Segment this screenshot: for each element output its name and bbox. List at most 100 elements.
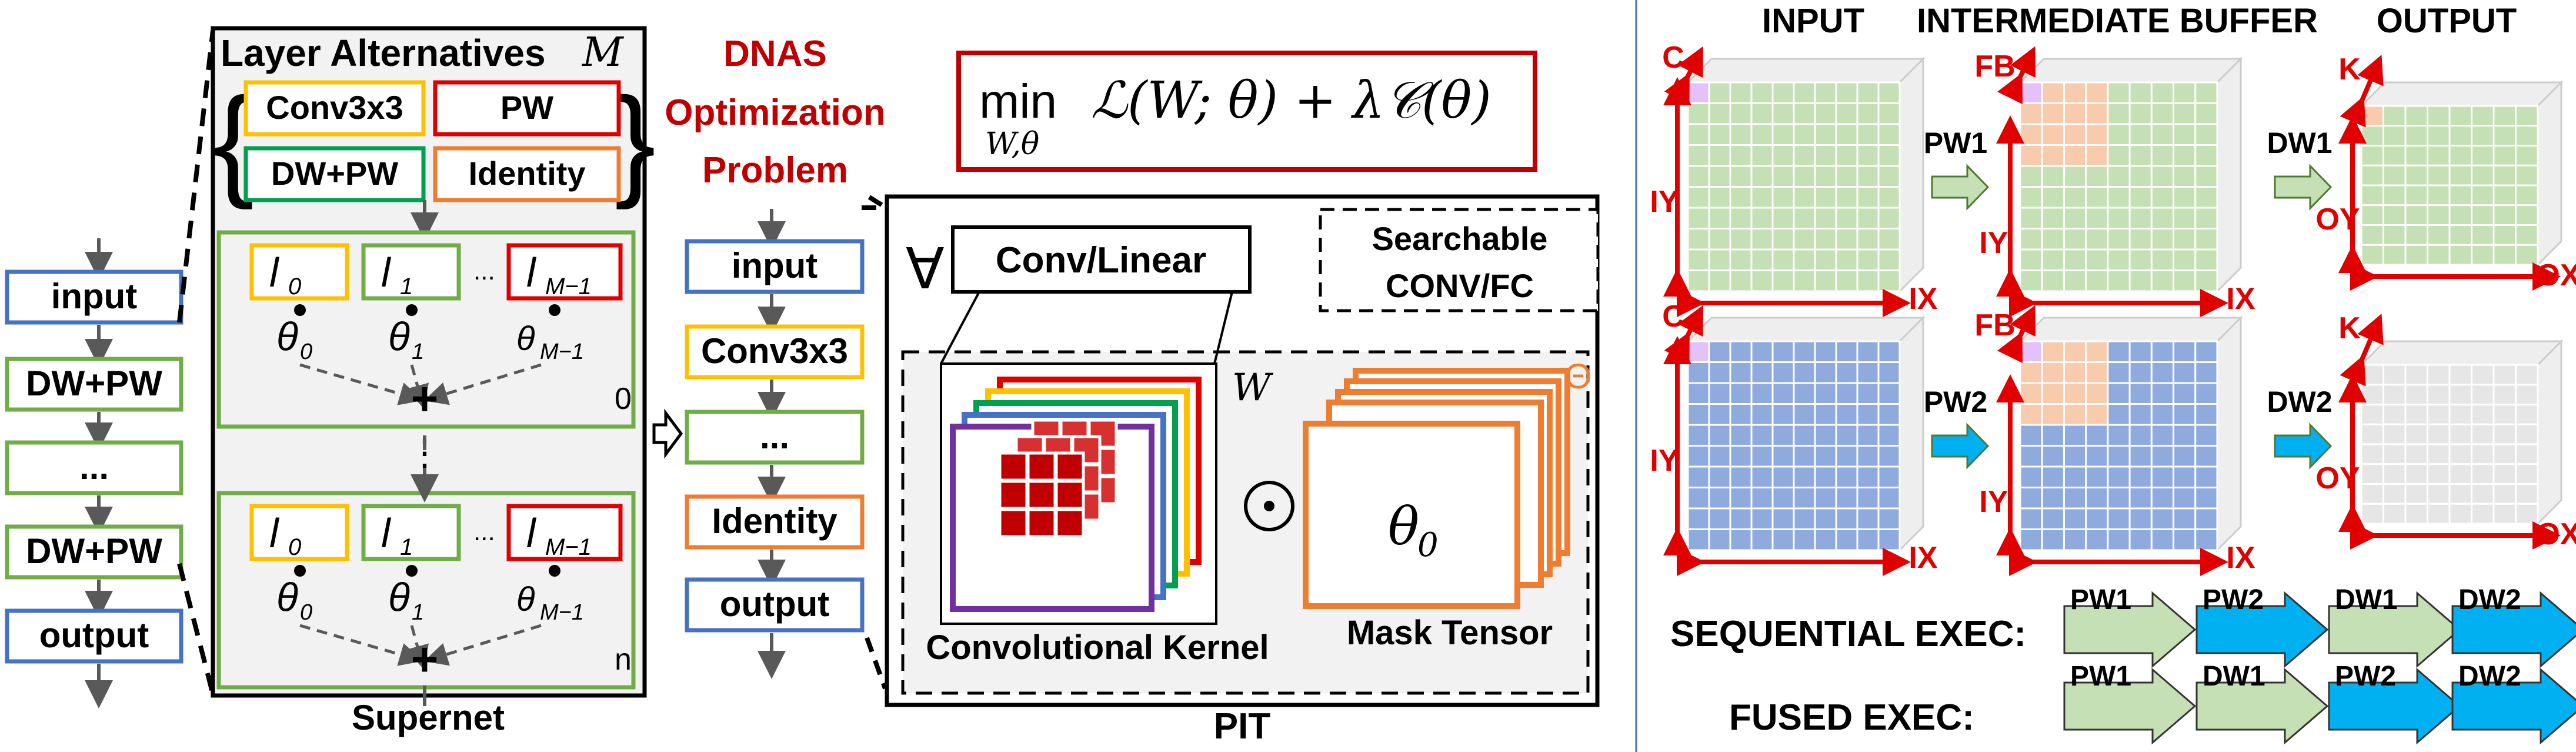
buffer-cell: [1708, 528, 1731, 551]
zoom-line-bottom: [177, 563, 215, 695]
mid-fb-label: FB: [1974, 49, 2015, 84]
buffer-cell: [1814, 507, 1837, 530]
buffer-cell: [2173, 248, 2197, 271]
formula-objective: ℒ(W; θ) + λ𝒞(θ): [1091, 71, 1491, 130]
buffer-cell: [2150, 507, 2175, 530]
buffer-cell: [2515, 364, 2539, 386]
buffer-cell: [2173, 465, 2197, 488]
left-block-ellipsis: [5, 440, 183, 495]
op-box-l0: [249, 243, 349, 301]
buffer-cell: [1771, 424, 1795, 447]
dnas-title-line-1: DNAS: [723, 34, 827, 74]
buffer-cell: [1814, 248, 1837, 271]
buffer-cell: [1771, 528, 1795, 551]
buffer-cell: [2194, 144, 2218, 167]
buffer-cell: [1856, 487, 1880, 510]
buffer-cell: [2360, 483, 2384, 505]
output-k-label: K: [2338, 311, 2361, 345]
buffer-cell: [2383, 244, 2407, 266]
buffer-cell: [2063, 340, 2087, 363]
buffer-cell: [2194, 269, 2218, 292]
buffer-cell: [1856, 186, 1880, 209]
buffer-cell: [2063, 165, 2087, 188]
buffer-cell: [2041, 340, 2065, 363]
buffer-cell: [1793, 102, 1816, 125]
buffer-cell: [2383, 443, 2407, 465]
buffer-cell: [1793, 487, 1816, 510]
buffer-cell: [2515, 145, 2539, 167]
buffer-cell: [2041, 228, 2065, 251]
buffer-cell: [1687, 165, 1710, 188]
buffer-cell: [1793, 465, 1816, 488]
buffer-cell: [1771, 123, 1795, 146]
theta-to-sum-line: [423, 624, 542, 666]
buffer-cell: [1708, 487, 1731, 510]
buffer-cell: [2128, 424, 2153, 447]
buffer-cell: [2107, 465, 2131, 488]
buffer-cell: [2128, 507, 2153, 530]
buffer-cell: [1835, 248, 1858, 271]
buffer-cell: [2360, 364, 2384, 386]
op-box-l0-symbol: l: [269, 510, 280, 556]
buffer-cell: [2019, 228, 2043, 251]
op-box-l0-subscript: 0: [288, 534, 301, 560]
buffer-cell: [1729, 361, 1753, 384]
buffer-cell: [2173, 165, 2197, 188]
pit-caption: PIT: [1214, 706, 1271, 747]
op-ellipsis: ...: [473, 257, 495, 285]
buffer-cell: [1708, 81, 1731, 104]
dnas-block-output: [685, 577, 865, 633]
buffer-cell: [2492, 204, 2517, 226]
buffer-cell: [2471, 404, 2495, 425]
buffer-cell: [2194, 165, 2218, 188]
buffer-cell: [2150, 186, 2175, 209]
pit-panel: Searchable CONV/FC ∀ Conv/Linear W Convo…: [885, 194, 1600, 747]
mask-theta-symbol: Θ: [1564, 357, 1592, 396]
mask-theta0: θ: [1388, 496, 1419, 557]
buffer-cell: [1729, 144, 1753, 167]
weight-symbol: W: [1232, 366, 1274, 410]
buffer-cell: [2063, 424, 2087, 447]
alt-pw: [433, 80, 621, 137]
buffer-cell: [2041, 361, 2065, 384]
buffer-cell: [1856, 144, 1880, 167]
buffer-cell: [2041, 123, 2065, 146]
theta-0-symbol: θ: [276, 575, 298, 620]
kernel-cell: [1055, 451, 1085, 482]
fused-op-1: [2063, 667, 2197, 745]
buffer-cell: [1687, 144, 1710, 167]
buffer-cell: [2360, 145, 2384, 167]
buffer-cell: [2360, 384, 2384, 405]
buffer-cell: [2019, 207, 2043, 229]
buffer-cell: [1793, 340, 1816, 363]
buffer-cell: [1835, 81, 1858, 104]
buffer-cell: [2360, 404, 2384, 425]
buffer-cell: [1793, 382, 1816, 405]
formula-sub: W,θ: [985, 127, 1039, 162]
alt-conv3x3: [243, 80, 426, 137]
buffer-cell: [2173, 361, 2197, 384]
buffer-cell: [2150, 144, 2175, 167]
cube-side-face: [1898, 315, 1924, 553]
buffer-cell: [2383, 125, 2407, 147]
buffer-cell: [2515, 443, 2539, 465]
cube-top-face: [2018, 317, 2243, 342]
buffer-cell: [2085, 81, 2109, 104]
buffer-cell: [1814, 424, 1837, 447]
buffer-cell: [2383, 164, 2407, 187]
theta-to-sum-line: [406, 625, 429, 670]
dnas-block-identity: [685, 494, 865, 550]
header-input: INPUT: [1762, 2, 1864, 40]
buffer-cell: [2427, 404, 2451, 425]
buffer-cell: [2360, 125, 2384, 147]
buffer-cell: [1835, 269, 1858, 292]
buffer-cell: [2448, 364, 2472, 386]
buffer-cell: [2063, 102, 2087, 125]
buffer-cell: [2128, 186, 2153, 209]
buffer-cell: [1877, 361, 1901, 384]
buffer-cell: [2063, 487, 2087, 510]
buffer-cell: [1835, 165, 1858, 188]
op-box-l1-subscript: 1: [400, 274, 413, 300]
buffer-cell: [2471, 184, 2495, 207]
buffer-cell: [2107, 487, 2131, 510]
